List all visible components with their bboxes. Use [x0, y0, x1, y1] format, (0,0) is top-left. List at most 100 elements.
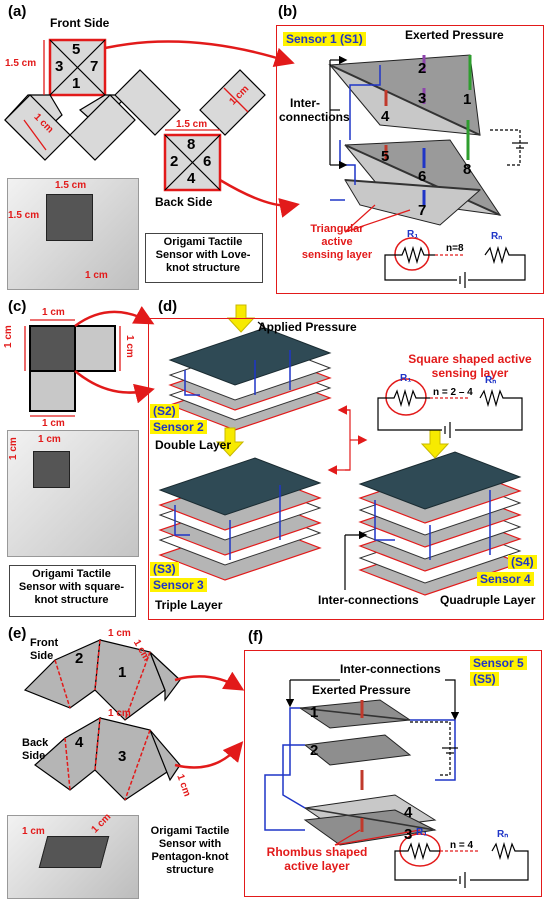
photo-c-dim-w: 1 cm [38, 434, 61, 445]
panel-c-square-net [24, 306, 155, 417]
panel-d-frame [148, 318, 544, 620]
caption-a-line2: Sensor with Love- [155, 249, 251, 261]
photo-sensor-shape [33, 451, 70, 488]
e-front-number-1: 1 [118, 664, 127, 681]
front-number-1: 1 [72, 75, 81, 92]
circuit-f-n: n = 4 [450, 840, 474, 851]
s4-tag: (S4) [508, 555, 537, 569]
panel-e-photo [7, 815, 139, 899]
f-layer-1: 1 [310, 704, 319, 721]
panel-e-back-net [34, 671, 245, 801]
caption-e-line2: Sensor with [158, 838, 222, 850]
front-number-3: 3 [55, 58, 64, 75]
back-number-4: 4 [187, 170, 196, 187]
panel-a-caption-box [145, 233, 263, 283]
photo-sensor-shape [46, 194, 93, 241]
panel-c-photo [7, 430, 139, 557]
panel-label-b: (b) [278, 3, 298, 20]
sensor1-title: Sensor 1 (S1) [283, 32, 366, 46]
caption-c-line3: knot structure [34, 594, 109, 606]
photo-c-dim-h: 1 cm [8, 437, 19, 460]
exerted-pressure-label: Exerted Pressure [405, 28, 504, 42]
panel-label-f: (f) [248, 628, 263, 645]
panel-a-front-side-net [4, 38, 136, 161]
s5-tag-line1: Sensor 5 [470, 656, 527, 670]
e-photo-dim-1: 1 cm [22, 826, 45, 837]
back-side-label: Back Side [155, 195, 213, 209]
s4-layer: Quadruple Layer [440, 593, 536, 607]
panel-f-rhombus-stack [298, 699, 437, 846]
f-layer-2: 2 [310, 742, 319, 759]
circuit-f-r1: R₁ [416, 827, 428, 838]
active-layer-f-line2: active layer [284, 859, 350, 873]
circuit-d-r1: R₁ [400, 373, 412, 384]
panel-b-pressure-arrows [384, 55, 472, 205]
panel-f-wires [264, 707, 456, 831]
panel-f-resistor-circuit [394, 833, 529, 888]
front-number-5: 5 [72, 41, 81, 58]
caption-a-line1: Origami Tactile [163, 236, 243, 248]
photo-sensor-shape [38, 836, 110, 868]
panel-b-frame [276, 25, 544, 294]
interconnections-d-label: Inter-connections [318, 593, 419, 607]
dim-c-right: 1 cm [124, 335, 135, 358]
interconnections-b-line2: connections [279, 110, 350, 124]
active-layer-d-line2: sensing layer [431, 366, 509, 380]
s3-tag: (S3) [150, 562, 179, 576]
s3-name: Sensor 3 [150, 578, 207, 592]
exerted-pressure-f-label: Exerted Pressure [312, 683, 411, 697]
circuit-d-rn: Rₙ [485, 375, 497, 386]
active-layer-b-line3: sensing layer [301, 249, 373, 261]
front-number-7: 7 [90, 58, 99, 75]
s3-layer: Triple Layer [155, 598, 223, 612]
panel-a-to-b-arrows [104, 40, 300, 218]
circuit-b-n: n=8 [446, 243, 464, 254]
panel-a-back-side-net [114, 69, 266, 192]
dim-c-top: 1 cm [42, 307, 65, 318]
s4-name: Sensor 4 [477, 572, 534, 586]
s5-tag-line2: (S5) [470, 672, 499, 686]
panel-a-dimension-lines [23, 40, 249, 151]
panel-a-photo [7, 178, 139, 290]
caption-e-line1: Origami Tactile [150, 825, 230, 837]
f-layer-3: 3 [404, 826, 413, 843]
panel-e-front-net [23, 639, 181, 721]
photo-dim-width: 1.5 cm [55, 180, 87, 191]
s2-layer: Double Layer [155, 438, 232, 452]
layer-2: 2 [418, 60, 427, 77]
s2-name: Sensor 2 [150, 420, 207, 434]
panel-label-e: (e) [8, 625, 27, 642]
panel-b-resistor-circuit [384, 237, 526, 288]
f-layer-4: 4 [404, 804, 413, 821]
panel-f-pointers [285, 679, 460, 846]
caption-e-line3: Pentagon-knot [151, 851, 229, 863]
layer-3: 3 [418, 90, 427, 107]
interconnections-b-line1: Inter- [290, 96, 320, 110]
panel-c-caption-box [9, 565, 136, 617]
layer-6: 6 [418, 168, 427, 185]
circuit-b-r1: R₁ [407, 229, 419, 240]
back-side-e-line2: Side [22, 750, 46, 762]
panel-f-battery [410, 721, 458, 776]
panel-b-battery-lines [490, 129, 528, 166]
panel-b-label-pointers [329, 55, 411, 233]
active-layer-d-line1: Square shaped active [408, 352, 532, 366]
dim-back-width: 1.5 cm [176, 119, 208, 130]
caption-c-line2: Sensor with square- [18, 581, 125, 593]
s2-tag: (S2) [150, 404, 179, 418]
panel-b-interconnect-wires [330, 65, 381, 201]
panel-label-d: (d) [158, 298, 178, 315]
active-layer-f-line1: Rhombus shaped [266, 845, 368, 859]
back-number-2: 2 [170, 153, 179, 170]
caption-c-line1: Origami Tactile [32, 568, 111, 580]
dim-c-left: 1 cm [3, 325, 14, 348]
active-layer-b-line1: Triangular [310, 223, 364, 235]
interconnections-f-label: Inter-connections [340, 662, 441, 676]
panel-d-pointers [327, 405, 368, 590]
circuit-f-rn: Rₙ [497, 829, 509, 840]
layer-5: 5 [381, 148, 390, 165]
front-side-label: Front Side [50, 16, 110, 30]
panel-d-interconnect-wires [174, 350, 491, 560]
e-dim-3: 1 cm [108, 708, 131, 719]
